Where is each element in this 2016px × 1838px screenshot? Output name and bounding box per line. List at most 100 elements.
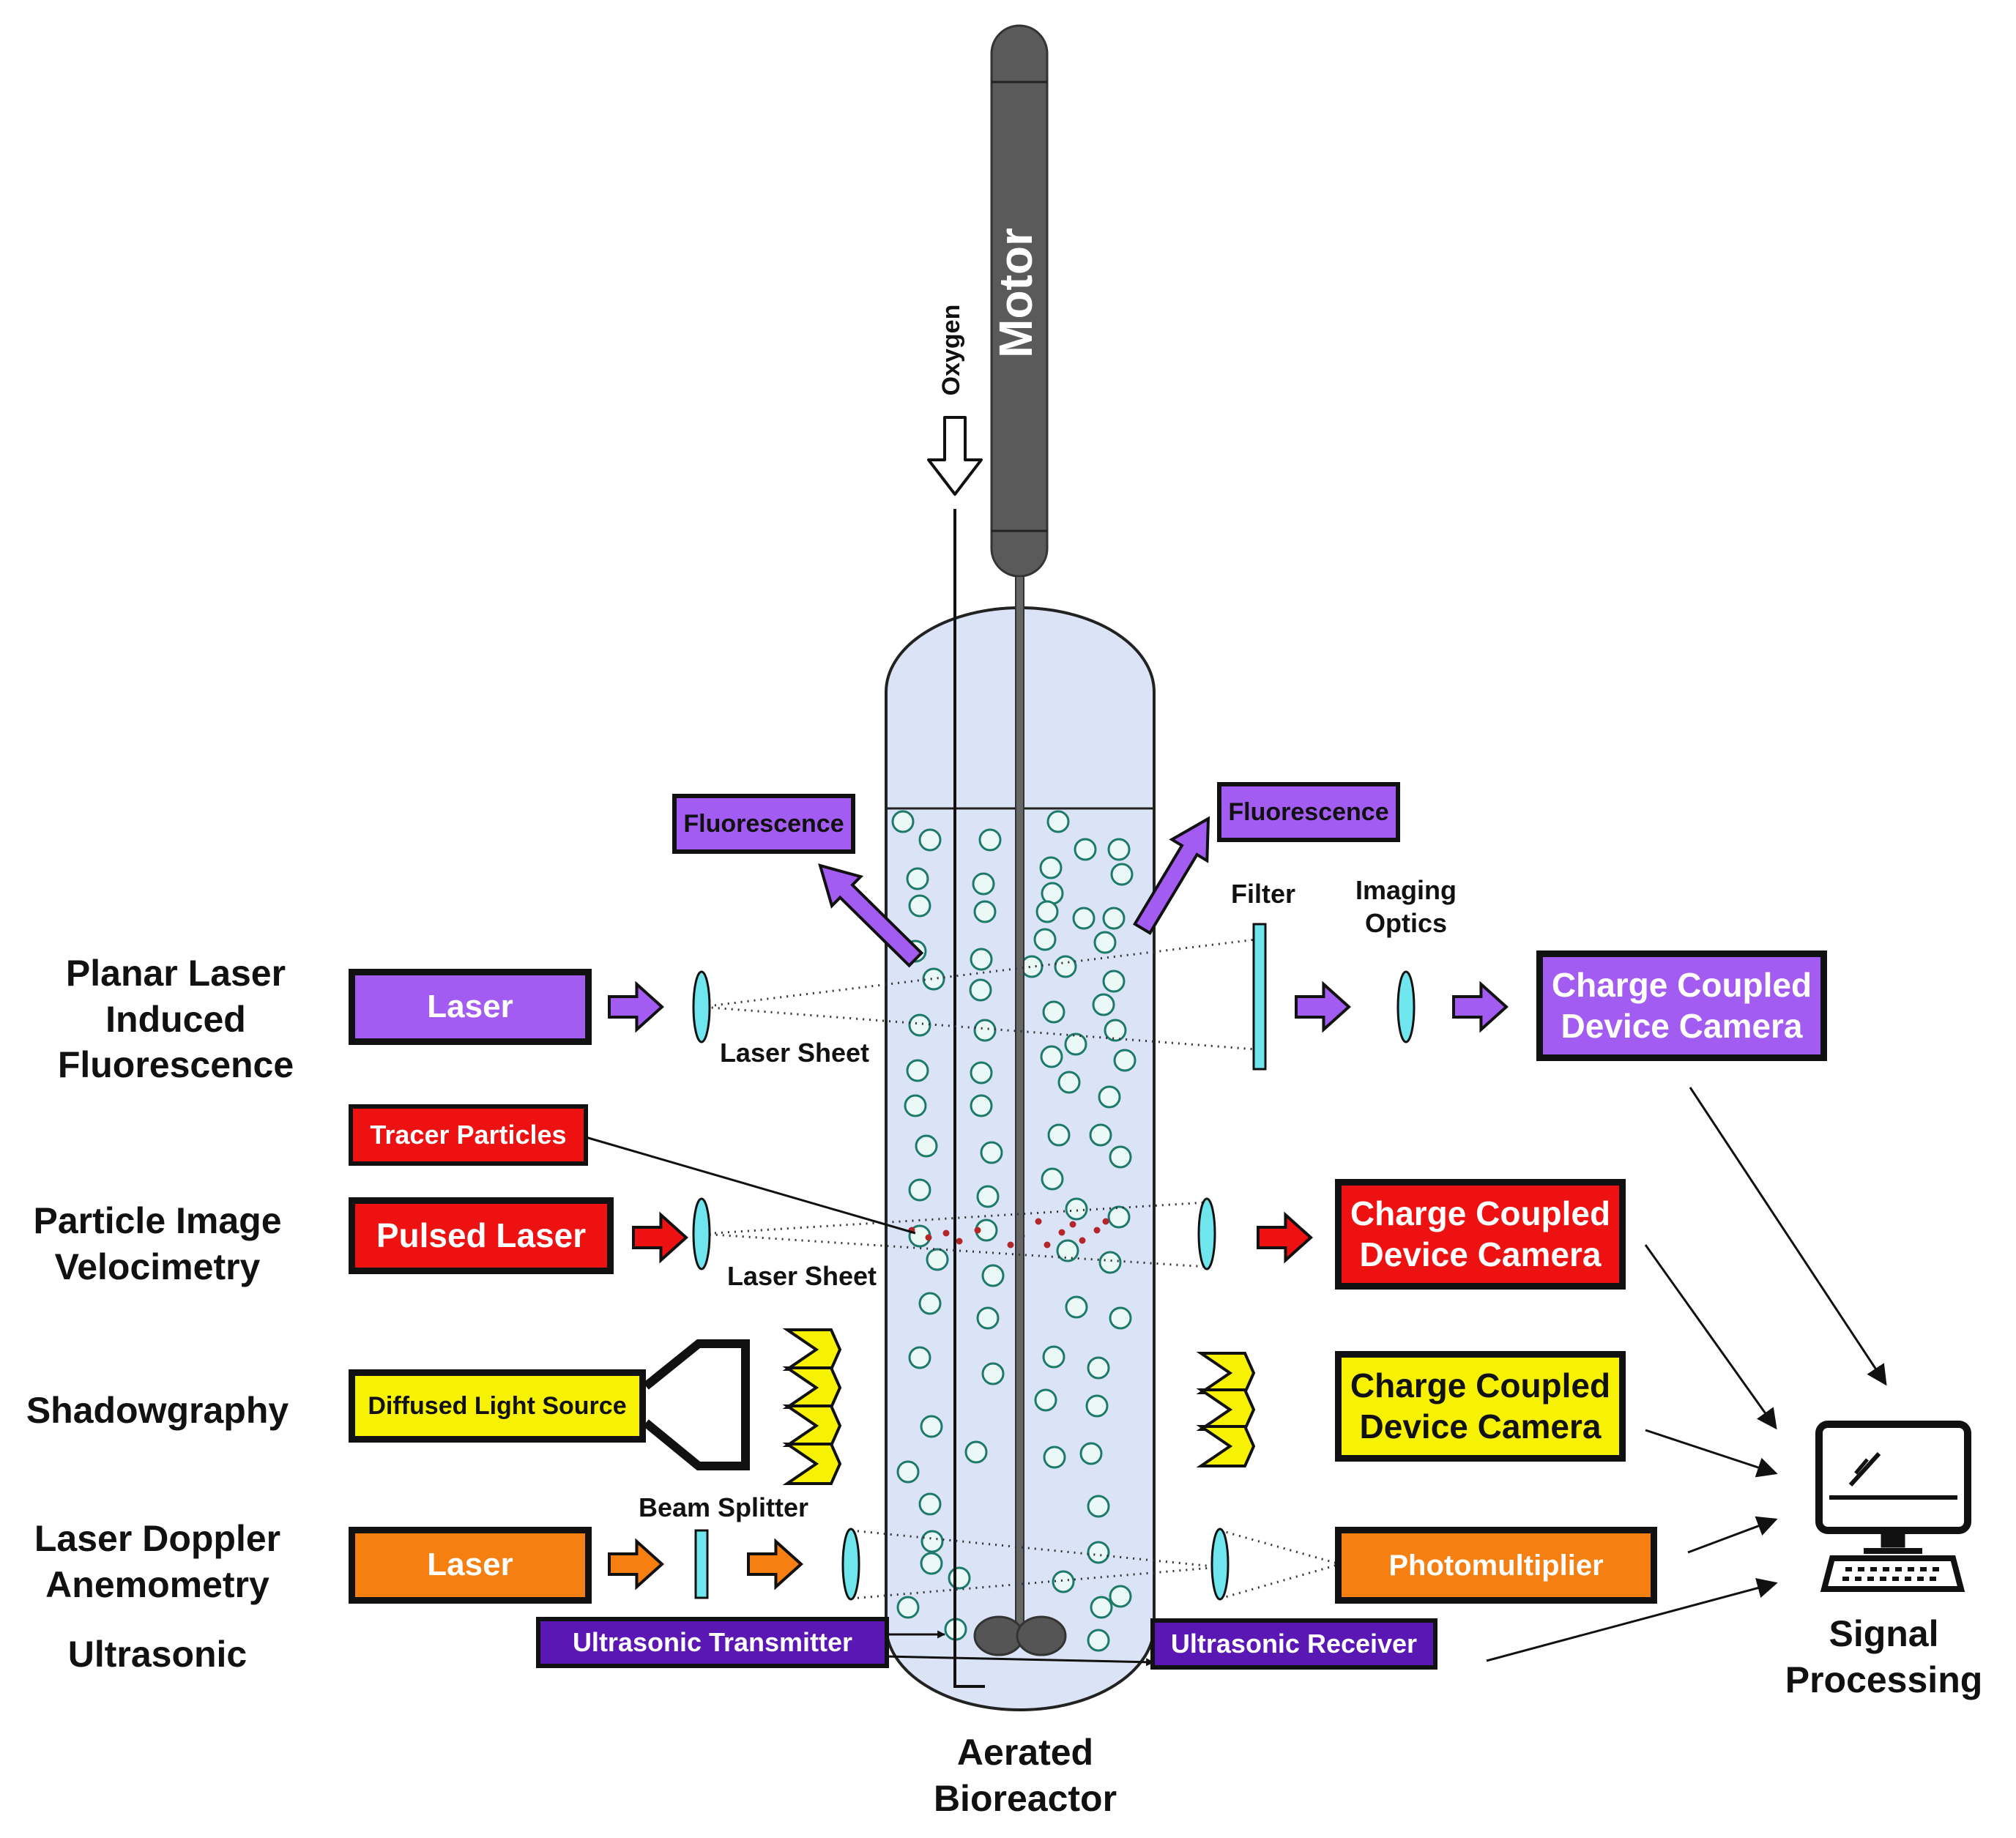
piv-camera-arrow-icon — [1257, 1211, 1313, 1264]
impeller-blade-right — [1016, 1615, 1067, 1656]
bubble — [906, 1059, 929, 1082]
bubble — [1043, 1446, 1066, 1469]
bubble — [970, 1094, 993, 1117]
bubble — [1020, 955, 1044, 978]
lda-collection-lens — [1210, 1528, 1230, 1601]
chevron-arrow-icon — [782, 1443, 842, 1485]
bioreactor-label: Aerated Bioreactor — [933, 1732, 1117, 1819]
plif-filter-arrow-icon — [1295, 981, 1351, 1033]
beam-splitter-plate — [694, 1529, 709, 1599]
chevron-arrow-icon — [1196, 1425, 1256, 1467]
bubble — [1110, 863, 1134, 886]
bubble — [926, 1248, 949, 1271]
bubble — [920, 1552, 943, 1575]
bubble — [1047, 1123, 1071, 1147]
piv-collection-lens — [1197, 1197, 1216, 1270]
bubble — [1033, 928, 1057, 951]
bubble — [1046, 810, 1070, 833]
bubble — [972, 872, 995, 896]
bubble — [918, 1292, 942, 1315]
gas-bubbles — [891, 810, 1137, 1652]
ultrasonic-transmitter-box: Ultrasonic Transmitter — [536, 1617, 889, 1668]
bubble — [920, 1415, 943, 1438]
filter-plate — [1252, 923, 1267, 1071]
bubble — [1087, 1495, 1110, 1518]
bubble — [896, 1596, 920, 1619]
technique-label-shadowgraphy: Shadowgraphy — [26, 1390, 289, 1431]
impeller-blade-left — [973, 1615, 1024, 1656]
pulsed-laser-box: Pulsed Laser — [349, 1197, 614, 1274]
bubble — [1107, 838, 1131, 861]
bubble — [1042, 1345, 1065, 1369]
bubble — [973, 1019, 997, 1042]
bubble — [964, 1440, 988, 1464]
tracer-pointer-line — [585, 1136, 916, 1235]
light-source-diffuser — [643, 1339, 750, 1470]
photomultiplier-box: Photomultiplier — [1335, 1527, 1657, 1604]
ultrasonic-path-arrow — [885, 1655, 1155, 1667]
bubble — [1109, 1306, 1132, 1330]
bubble — [915, 1134, 938, 1158]
tracer-dot — [925, 1234, 932, 1241]
bubble — [1098, 1085, 1121, 1109]
motor-label: Motor — [989, 228, 1042, 358]
bubble — [1040, 1045, 1063, 1068]
bubble — [1104, 1019, 1127, 1042]
bubble — [981, 1264, 1005, 1287]
bubble — [1102, 970, 1126, 993]
bubble — [970, 1061, 993, 1084]
imaging-optics-label: Imaging Optics — [1355, 875, 1457, 938]
beam-direction-arrows — [608, 981, 1509, 1590]
ultrasonic-receiver-box: Ultrasonic Receiver — [1150, 1618, 1437, 1670]
oxygen-label: Oxygen — [937, 305, 965, 396]
oxygen-inlet-arrow-icon — [927, 416, 983, 496]
impeller-shaft — [1015, 576, 1024, 1631]
piv-beam-arrow-icon — [632, 1211, 688, 1264]
computer-icon — [1815, 1421, 1971, 1592]
chevron-arrow-icon — [1196, 1352, 1256, 1394]
piv-camera-box: Charge Coupled Device Camera — [1335, 1179, 1626, 1290]
plif-camera-box: Charge Coupled Device Camera — [1536, 950, 1827, 1061]
plif-cylindrical-lens — [692, 970, 711, 1043]
fluorescence-right-arrow-icon — [1132, 816, 1210, 935]
bubble — [1089, 1123, 1112, 1147]
bubble — [1109, 1145, 1132, 1169]
bubble — [904, 1094, 927, 1117]
lda-laser-box: Laser — [349, 1527, 592, 1604]
technique-label-plif: Planar Laser Induced Fluorescence — [57, 953, 294, 1085]
lda-focusing-lens — [841, 1528, 860, 1601]
lda-beam-arrow-icon — [608, 1538, 664, 1590]
bubble — [948, 1566, 971, 1590]
signal-lines — [1486, 1087, 1887, 1662]
fluorescence-left-box: Fluorescence — [672, 794, 855, 854]
chevron-arrow-icon — [782, 1328, 842, 1371]
lda-beams — [850, 1529, 1341, 1600]
bubble — [1085, 1394, 1109, 1418]
bubble — [1054, 955, 1077, 978]
tracer-dot — [942, 1229, 950, 1237]
bubble — [906, 867, 929, 890]
bubble — [1035, 900, 1059, 923]
bubble — [908, 1346, 931, 1369]
bubble — [1072, 907, 1096, 930]
shadowgraphy-camera-box: Charge Coupled Device Camera — [1335, 1351, 1626, 1462]
bubble — [1034, 1388, 1057, 1412]
chevron-arrow-icon — [782, 1404, 842, 1447]
bubble — [1102, 907, 1126, 930]
bubble — [1107, 1205, 1131, 1229]
bubble — [908, 1178, 931, 1202]
plif-camera-arrow-icon — [1452, 981, 1509, 1033]
technique-label-lda: Laser Doppler Anemometry — [34, 1518, 281, 1605]
tracer-dot — [1069, 1221, 1076, 1228]
tracer-dot — [1102, 1218, 1109, 1225]
fluorescence-emission-arrows — [818, 816, 1210, 968]
bubble — [1090, 1596, 1113, 1619]
shadowgraphy-light-chevrons — [782, 1328, 1256, 1485]
bubble — [1113, 1049, 1137, 1072]
piv-laser-sheet — [701, 1201, 1208, 1268]
bubble — [1064, 1033, 1087, 1056]
tracer-dot — [1058, 1229, 1065, 1236]
beam-splitter-label: Beam Splitter — [638, 1492, 809, 1522]
bubble — [980, 1141, 1003, 1164]
